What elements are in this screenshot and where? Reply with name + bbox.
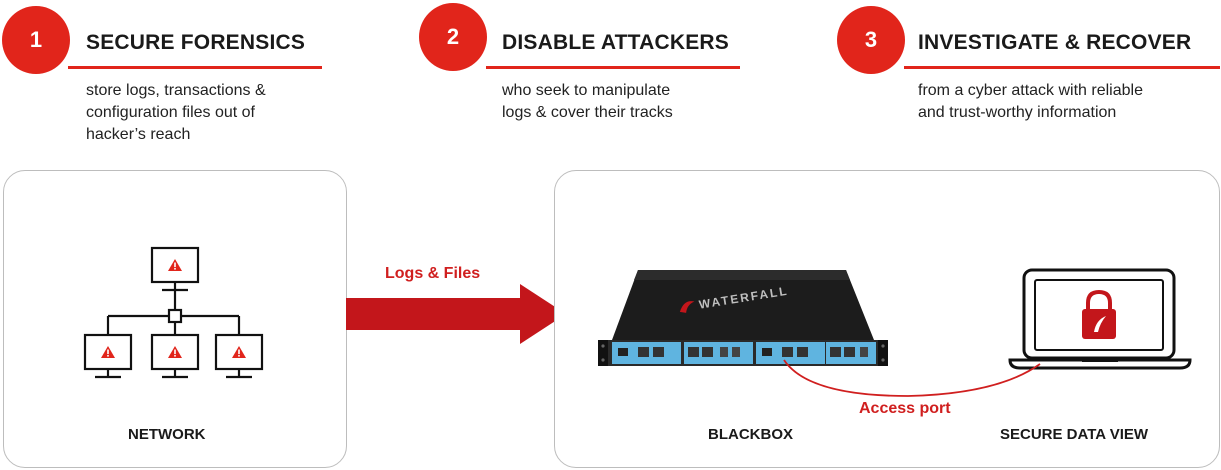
access-port-label: Access port (859, 400, 951, 417)
step-1-description-line: store logs, transactions & (86, 82, 266, 99)
step-3-description: from a cyber attack with reliable and tr… (918, 80, 1218, 124)
center-monitor-icon (150, 333, 200, 379)
lock-icon (1082, 289, 1116, 339)
step-3-description-line: from a cyber attack with reliable (918, 82, 1143, 99)
right-monitor-icon (214, 333, 264, 379)
network-label: NETWORK (128, 426, 206, 443)
data-flow-arrow (346, 284, 566, 344)
step-1-number-badge: 1 (2, 6, 70, 74)
network-topology-icon (83, 246, 264, 379)
step-3-number-badge: 3 (837, 6, 905, 74)
step-1-description-line: hacker’s reach (86, 126, 191, 143)
laptop-icon (1008, 268, 1192, 370)
step-1-description: store logs, transactions & configuration… (86, 80, 326, 146)
device-module (684, 342, 753, 364)
step-2-number-badge: 2 (419, 3, 487, 71)
step-2-underline (486, 66, 740, 69)
step-2-title: DISABLE ATTACKERS (502, 31, 730, 54)
left-monitor-icon (83, 333, 133, 379)
step-3-underline (904, 66, 1220, 69)
step-3-description-line: and trust-worthy information (918, 104, 1117, 121)
access-port-cable (783, 359, 1041, 397)
device-module (612, 342, 681, 364)
step-2-description-line: logs & cover their tracks (502, 104, 673, 121)
secure-data-view-label: SECURE DATA VIEW (1000, 426, 1149, 443)
step-3-title: INVESTIGATE & RECOVER (918, 31, 1192, 54)
step-1-description-line: configuration files out of (86, 104, 255, 121)
blackbox-label: BLACKBOX (708, 426, 793, 443)
device-module (756, 342, 825, 364)
step-2-description: who seek to manipulate logs & cover thei… (502, 80, 742, 124)
step-2-description-line: who seek to manipulate (502, 82, 671, 99)
device-module (826, 342, 876, 364)
logs-files-label: Logs & Files (385, 265, 481, 282)
blackbox-device: WATERFALL (598, 270, 888, 366)
top-monitor-icon (150, 246, 200, 292)
step-1-underline (68, 66, 322, 69)
step-1-title: SECURE FORENSICS (86, 31, 306, 54)
